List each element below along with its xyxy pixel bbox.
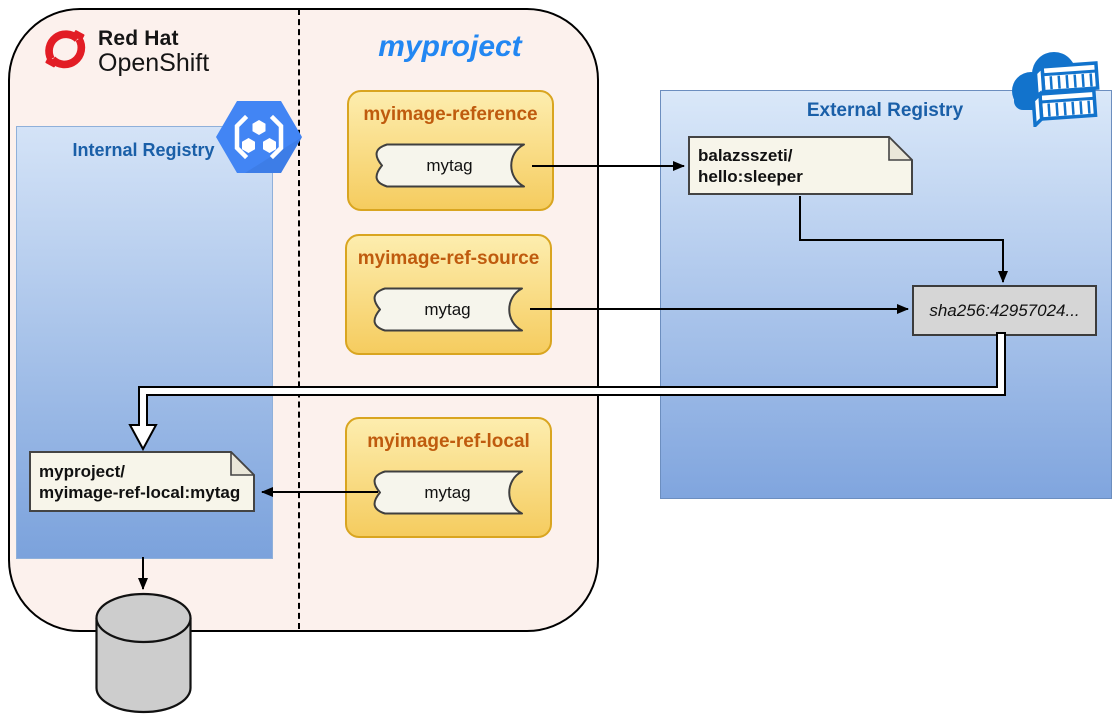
- tag-ribbon-icon: [375, 143, 525, 188]
- project-title: myproject: [378, 30, 522, 63]
- external-image-name: balazsszeti/ hello:sleeper: [698, 136, 803, 195]
- note-icon: [29, 450, 256, 512]
- external-image-line2: hello:sleeper: [698, 166, 803, 186]
- note-icon: [688, 135, 914, 195]
- local-image-note: myproject/ myimage-ref-local:mytag: [29, 450, 256, 512]
- imagestream-myimage-reference: myimage-reference mytag: [347, 90, 554, 211]
- internal-registry-label: Internal Registry: [72, 140, 215, 160]
- brand-product: OpenShift: [98, 49, 210, 78]
- tag-shape: mytag: [361, 143, 538, 188]
- kubernetes-hexagon-icon: [216, 101, 302, 173]
- external-image-note: balazsszeti/ hello:sleeper: [688, 135, 914, 195]
- local-image-line2: myimage-ref-local:mytag: [39, 482, 241, 502]
- imagestream-myimage-ref-source: myimage-ref-source mytag: [345, 234, 552, 355]
- imagestream-myimage-ref-local: myimage-ref-local mytag: [345, 417, 552, 538]
- tag-shape: mytag: [359, 470, 536, 515]
- redhat-openshift-icon: [45, 30, 86, 69]
- tag-ribbon-icon: [373, 470, 523, 515]
- local-image-name: myproject/ myimage-ref-local:mytag: [39, 451, 240, 512]
- external-image-line1: balazsszeti/: [698, 145, 793, 165]
- image-digest-box: sha256:42957024...: [912, 285, 1097, 336]
- tag-ribbon-icon: [373, 287, 523, 332]
- imagestream-name: myimage-ref-source: [357, 248, 540, 269]
- local-image-line1: myproject/: [39, 461, 125, 481]
- cloud-container-icon: [1012, 52, 1100, 127]
- brand-name: Red Hat: [98, 27, 179, 50]
- tag-label: mytag: [424, 482, 471, 502]
- imagestream-name: myimage-ref-local: [367, 431, 530, 452]
- tag-label: mytag: [424, 299, 471, 319]
- cluster-project-divider: [298, 9, 300, 629]
- tag-label: mytag: [426, 155, 473, 175]
- tag-shape: mytag: [359, 287, 536, 332]
- brand-text: Red Hat OpenShift: [98, 26, 209, 76]
- brand-block: Red Hat OpenShift: [42, 26, 209, 76]
- database-cylinder-icon: [95, 592, 192, 714]
- external-registry-label: External Registry: [806, 100, 964, 121]
- imagestream-name: myimage-reference: [363, 104, 538, 125]
